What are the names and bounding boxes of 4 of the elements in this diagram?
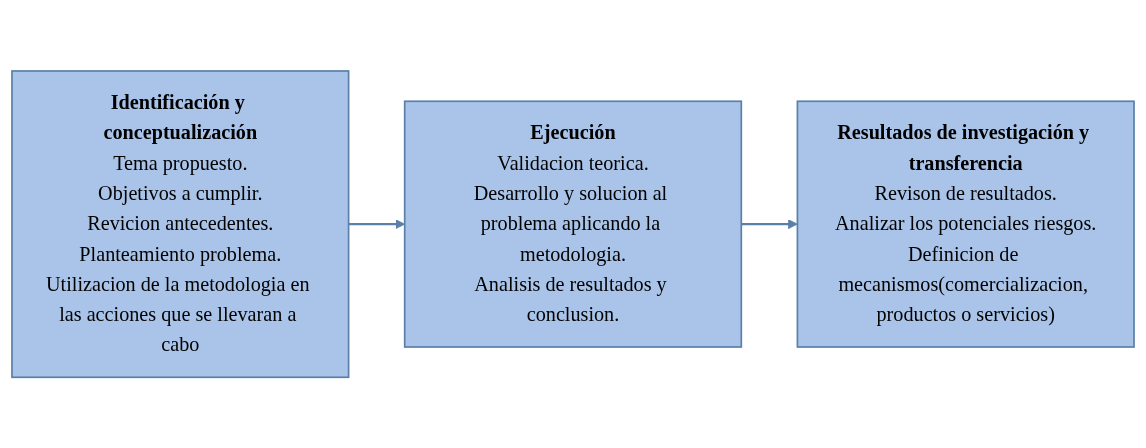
node-box: Ejecución Validacion teorica. Desarrollo y solucion al problema aplicando la metodologia. Analisis de resultados y conclusion. [403,100,743,348]
arrow [741,219,798,229]
node-box: Resultados de investigación y transferencia Revison de resultados. Analizar los potenciales riesgos. Definicion de mecanismos(comercializacion, productos o servicios) [796,100,1135,348]
node-box: Identificación y conceptualización Tema propuesto. Objetivos a cumplir. Revicion antecedentes. Planteamiento problema. Utilizacion de la metodologia en las acciones que se llevaran a cabo [11,70,350,378]
